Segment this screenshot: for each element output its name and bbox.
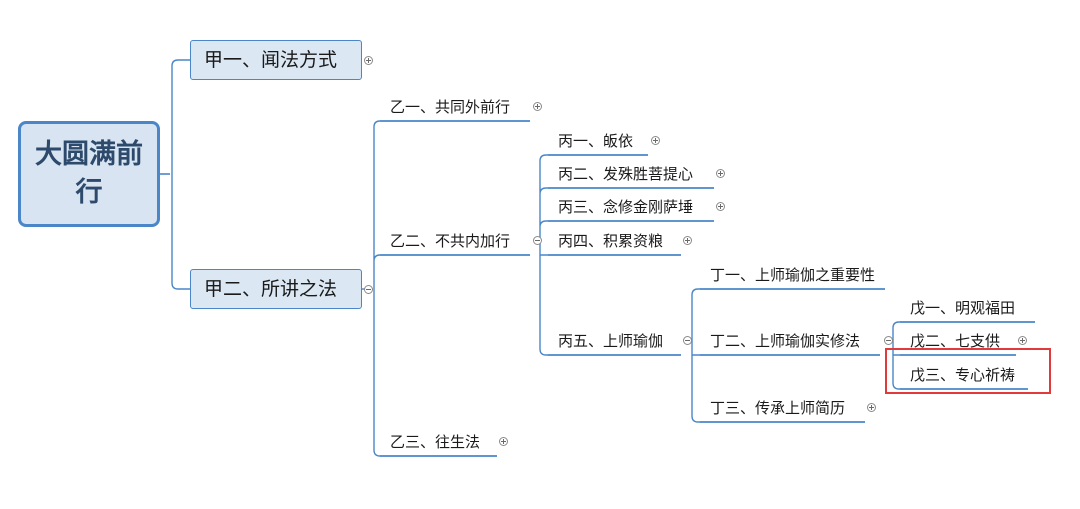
- highlight-box: [885, 348, 1051, 394]
- node-bing2[interactable]: 丙二、发殊胜菩提心: [558, 165, 694, 183]
- node-wu3[interactable]: 戊三、专心祈祷: [910, 366, 1016, 384]
- expand-bing4-icon[interactable]: [683, 236, 692, 245]
- collapse-bing5-icon[interactable]: [683, 336, 692, 345]
- node-bing5[interactable]: 丙五、上师瑜伽: [558, 332, 664, 350]
- expand-jia1-icon[interactable]: [364, 56, 373, 65]
- expand-yi1-icon[interactable]: [533, 102, 542, 111]
- expand-ding3-icon[interactable]: [867, 403, 876, 412]
- collapse-ding2-icon[interactable]: [884, 336, 893, 345]
- collapse-yi2-icon[interactable]: [533, 236, 542, 245]
- node-jia2[interactable]: 甲二、所讲之法: [190, 269, 362, 309]
- root-node[interactable]: 大圆满前行: [18, 121, 160, 227]
- node-yi1[interactable]: 乙一、共同外前行: [390, 98, 511, 116]
- node-wu2[interactable]: 戊二、七支供: [910, 332, 1001, 350]
- root-title: 大圆满前行: [35, 139, 143, 208]
- yi2-branch: [539, 154, 548, 356]
- expand-bing2-icon[interactable]: [716, 169, 725, 178]
- bing5-branch: [691, 288, 700, 423]
- node-jia1[interactable]: 甲一、闻法方式: [190, 40, 362, 80]
- node-bing3[interactable]: 丙三、念修金刚萨埵: [558, 198, 694, 216]
- expand-wu2-icon[interactable]: [1018, 336, 1027, 345]
- node-yi2[interactable]: 乙二、不共内加行: [390, 232, 511, 250]
- node-wu1[interactable]: 戊一、明观福田: [910, 299, 1016, 317]
- node-ding2[interactable]: 丁二、上师瑜伽实修法: [710, 332, 861, 350]
- jia2-branch: [373, 120, 381, 457]
- node-ding1[interactable]: 丁一、上师瑜伽之重要性: [710, 266, 876, 284]
- root-branch: [171, 59, 190, 290]
- node-yi3[interactable]: 乙三、往生法: [390, 433, 481, 451]
- expand-yi3-icon[interactable]: [499, 437, 508, 446]
- node-jia2-label: 甲二、所讲之法: [204, 278, 338, 300]
- node-ding3[interactable]: 丁三、传承上师简历: [710, 399, 846, 417]
- expand-bing3-icon[interactable]: [716, 202, 725, 211]
- node-bing1[interactable]: 丙一、皈依: [558, 132, 634, 150]
- node-bing4[interactable]: 丙四、积累资粮: [558, 232, 664, 250]
- collapse-jia2-icon[interactable]: [364, 285, 373, 294]
- expand-bing1-icon[interactable]: [651, 136, 660, 145]
- node-jia1-label: 甲一、闻法方式: [204, 49, 338, 71]
